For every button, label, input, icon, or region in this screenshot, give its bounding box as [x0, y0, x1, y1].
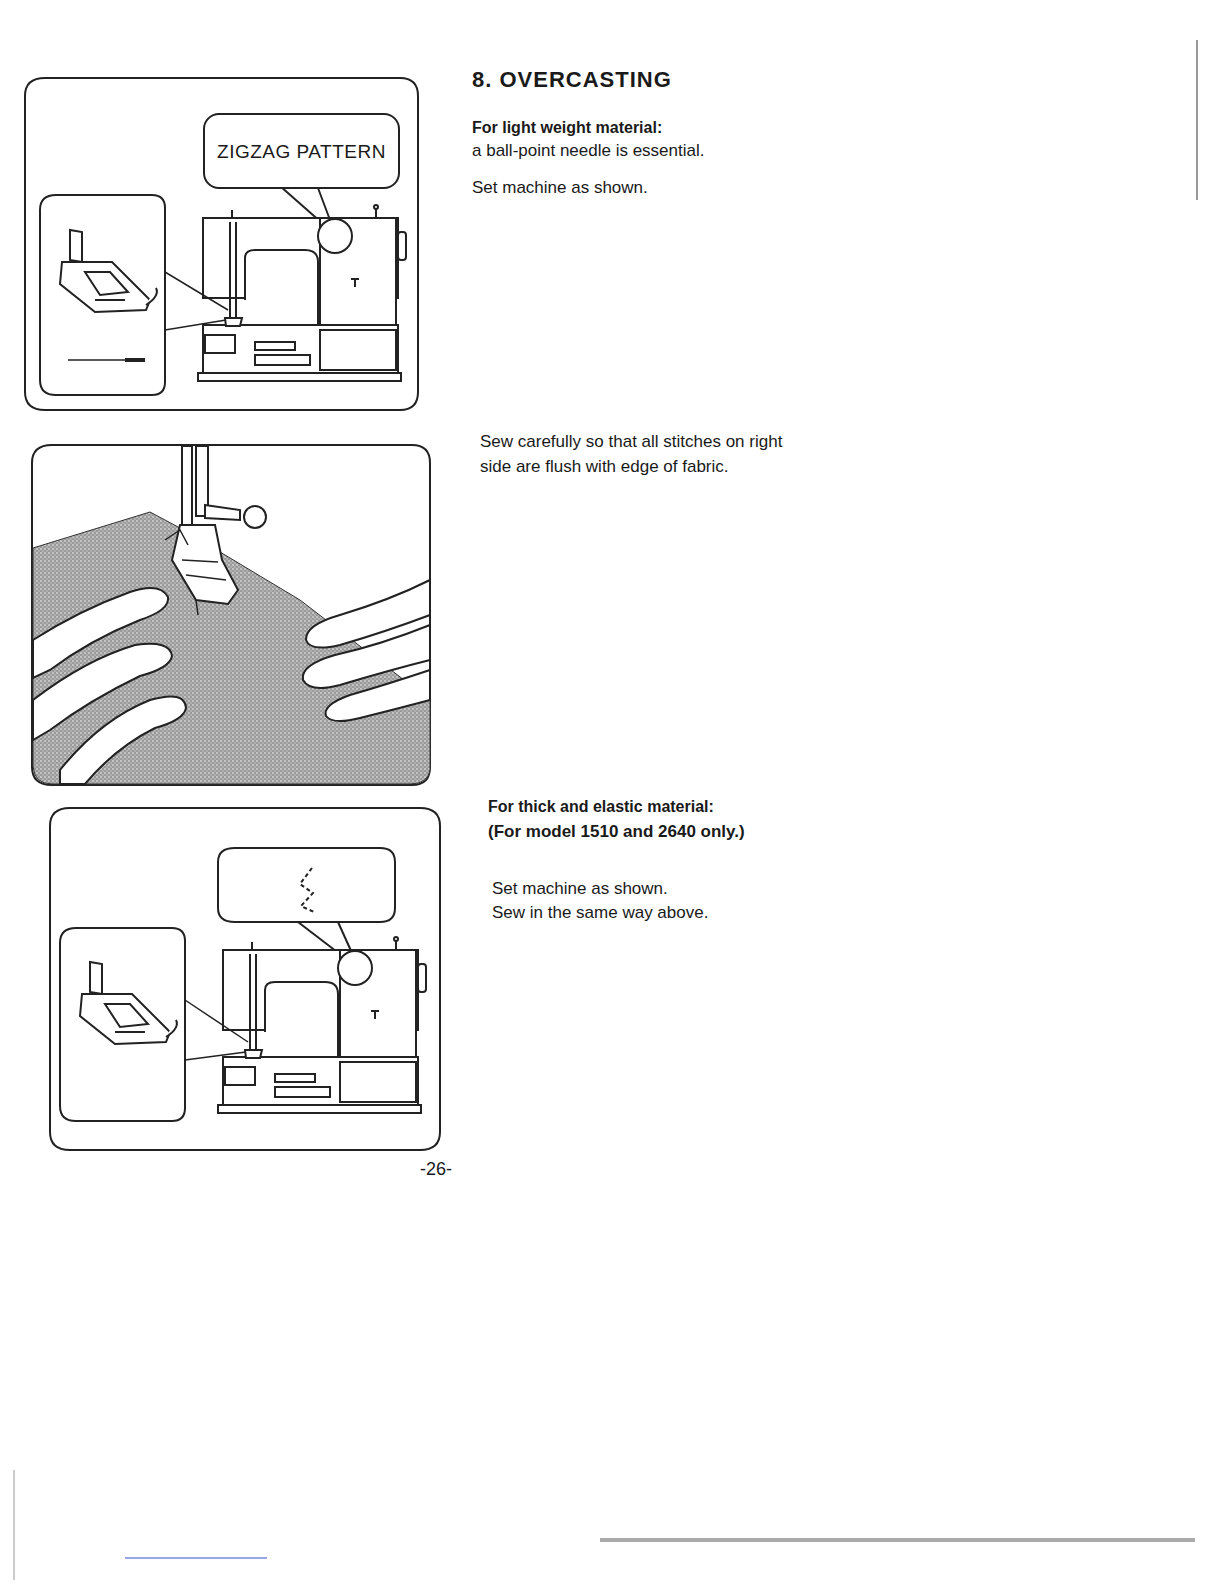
callout-bubble: ZIGZAG PATTERN — [203, 113, 400, 189]
note-text: Sew in the same way above. — [492, 902, 812, 924]
note-text: Sew carefully so that all stitches on ri… — [480, 430, 785, 479]
note-text: Set machine as shown. — [472, 177, 792, 199]
note-heading: (For model 1510 and 2640 only.) — [488, 820, 758, 844]
note-heading: For thick and elastic material: — [488, 797, 808, 818]
note-text: Set machine as shown. — [492, 878, 812, 900]
note-text: a ball-point needle is essential. — [472, 140, 792, 162]
page-number: -26- — [420, 1158, 480, 1181]
callout-text: ZIGZAG PATTERN — [215, 141, 388, 163]
section-title: 8. OVERCASTING — [472, 66, 792, 95]
note-heading: For light weight material: — [472, 118, 792, 139]
